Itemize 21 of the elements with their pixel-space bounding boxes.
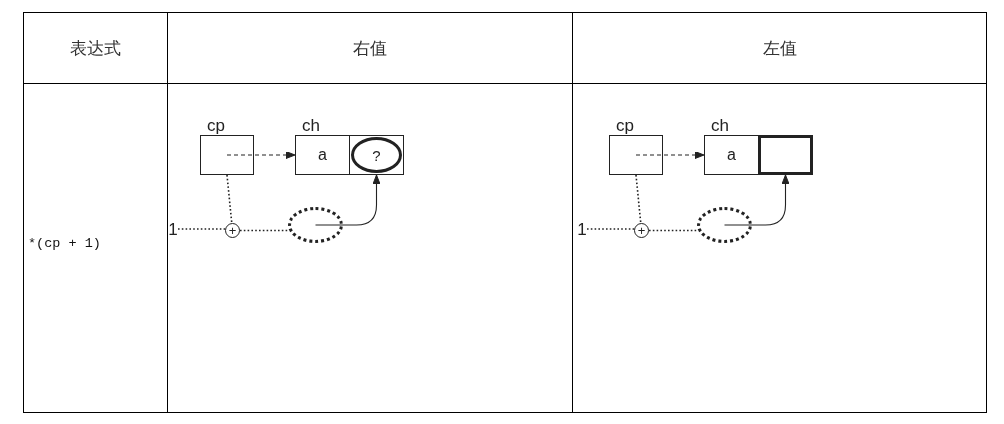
variable-name: ch xyxy=(711,117,729,134)
dotted-line xyxy=(226,174,233,224)
pointer-arrow xyxy=(635,151,705,159)
curved-arrow xyxy=(314,174,381,226)
dotted-line xyxy=(177,228,226,230)
variable-name: cp xyxy=(616,117,634,134)
dotted-ellipse xyxy=(288,207,343,243)
dotted-ellipse xyxy=(697,207,752,243)
table-cell: *(cp + 1) xyxy=(23,83,168,413)
curved-arrow xyxy=(723,174,790,226)
value-ellipse: ? xyxy=(351,137,402,173)
column-header: 左值 xyxy=(572,12,987,84)
dotted-line xyxy=(635,174,642,224)
pointer-arrow xyxy=(226,151,296,159)
array-cell xyxy=(758,135,813,175)
column-header: 表达式 xyxy=(23,12,168,84)
variable-name: ch xyxy=(302,117,320,134)
variable-name: cp xyxy=(207,117,225,134)
number-label: 1 xyxy=(168,220,178,238)
dotted-line xyxy=(586,228,635,230)
number-label: 1 xyxy=(577,220,587,238)
